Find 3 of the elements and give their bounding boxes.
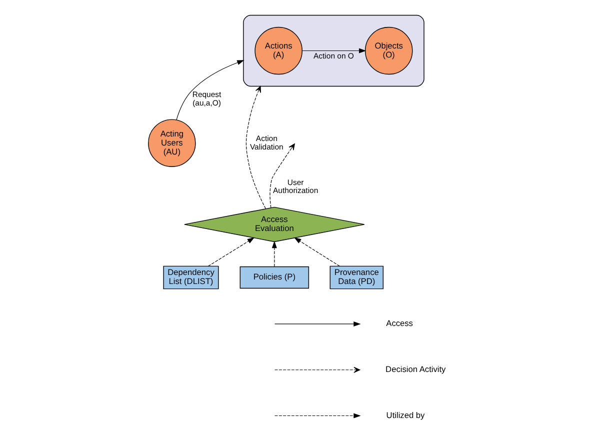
legend-label: Access (386, 318, 412, 328)
legend-label: Decision Activity (385, 364, 446, 374)
legend-label: Utilized by (386, 410, 424, 420)
